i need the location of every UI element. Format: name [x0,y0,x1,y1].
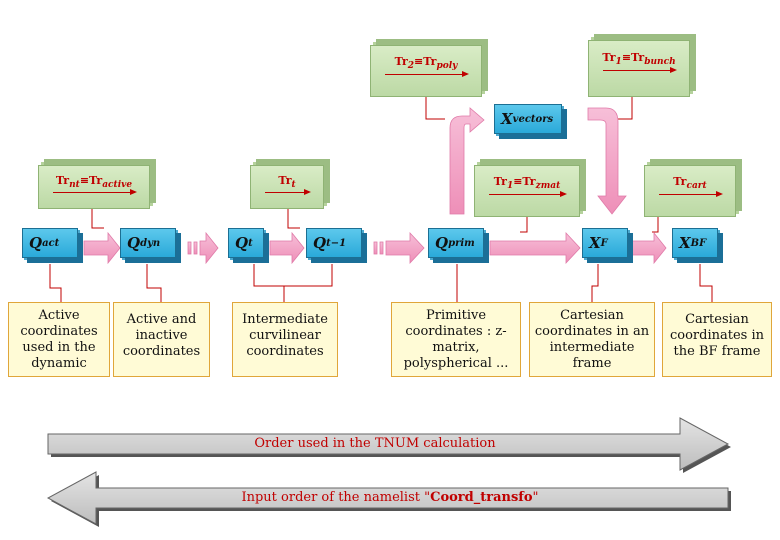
transform-tr-bunch: Tr1≡Trbunch [588,40,690,97]
transform-tr-t: Trt [250,165,324,209]
connector-tr-poly [425,97,445,120]
reverse-order-namelist: Coord_transfo [430,490,533,505]
flow-arrow-tm1-prim-dash [373,241,378,255]
connector-tr-cart [652,217,659,233]
coord-x-bf-subscript: BF [690,237,707,249]
coord-q-dyn-symbol: Q [127,234,141,252]
transform-tr-active: Trnt≡Tractive [38,165,150,209]
coord-x-vectors-symbol: X [501,110,513,128]
transform-tr-poly: Tr2≡Trpoly [370,45,482,97]
transform-tr-active-arrow [53,189,137,195]
reverse-order-label-prefix: Input order of the namelist " [241,490,431,505]
connector-desc-cart-bf [699,264,713,302]
coord-x-f-symbol: X [589,234,601,252]
connector-desc-intermediate [253,264,333,302]
connector-tr-zmat [520,217,528,233]
transform-tr-cart-arrow [659,191,723,197]
flow-arrow-dyn-t-dash [187,241,192,255]
transform-tr-poly-arrow [385,71,469,77]
desc-primitive-coordinates: Primitive coordinates : z-matrix, polysp… [391,302,521,377]
connector-desc-dyn [146,264,162,302]
desc-cartesian-intermediate: Cartesian coordinates in an intermediate… [529,302,655,377]
reverse-order-label: Input order of the namelist "Coord_trans… [140,490,640,505]
coord-q-prim-subscript: prim [448,237,475,249]
flow-arrow-act-dyn [83,231,121,265]
coord-q-dyn-subscript: dyn [140,237,161,249]
coord-q-prim-symbol: Q [435,234,449,252]
connector-desc-cart-f [591,264,599,302]
flow-arrow-xf-xbf [631,231,667,265]
transform-tr-bunch-label: Tr1≡Trbunch [602,51,676,68]
transform-tr-t-label: Trt [278,174,296,191]
connector-tr-bunch [618,97,633,120]
forward-order-label: Order used in the TNUM calculation [254,436,496,451]
flow-arrow-tm1-prim [385,231,425,265]
connector-desc-active [49,264,62,302]
coord-q-t-subscript: t [248,237,253,249]
connector-tr-active [91,209,104,229]
coord-x-bf-symbol: X [679,234,691,252]
flow-arrow-bunch-xf [587,107,627,215]
coord-q-act-subscript: act [42,237,60,249]
transform-tr-cart: Trcart [644,165,736,217]
reverse-order-arrow [46,471,729,525]
coord-x-f-subscript: F [600,237,608,249]
desc-dyn-coordinates: Active and inactive coordinates [113,302,210,377]
transform-tr-poly-label: Tr2≡Trpoly [394,55,458,72]
desc-intermediate-coordinates: Intermediate curvilinear coordinates [232,302,338,377]
forward-order-arrow [47,417,730,471]
desc-cartesian-bf: Cartesian coordinates in the BF frame [662,302,772,377]
flow-arrow-prim-vectors [449,107,485,215]
flow-arrow-prim-xf [489,231,581,265]
flow-arrow-t-tm1 [269,231,305,265]
flow-arrow-dyn-t [199,231,219,265]
coord-q-t-symbol: Q [235,234,249,252]
transform-tr-zmat-arrow [489,191,567,197]
transform-tr-bunch-arrow [603,67,677,73]
transform-tr-zmat: Tr1≡Trzmat [474,165,580,217]
reverse-order-label-suffix: " [532,490,539,505]
transform-tr-active-label: Trnt≡Tractive [55,174,133,191]
transform-tr-t-arrow [265,189,311,195]
coord-q-tm1-subscript: t−1 [326,237,347,249]
transform-tr-zmat-label: Tr1≡Trzmat [493,175,561,192]
coord-x-vectors-subscript: vectors [512,113,554,125]
connector-tr-t [287,209,300,229]
order-arrows [46,417,731,527]
coord-q-tm1-symbol: Q [313,234,327,252]
desc-active-coordinates: Active coordinates used in the dynamic [8,302,110,377]
coord-q-act-symbol: Q [29,234,43,252]
transform-tr-cart-label: Trcart [673,175,707,192]
